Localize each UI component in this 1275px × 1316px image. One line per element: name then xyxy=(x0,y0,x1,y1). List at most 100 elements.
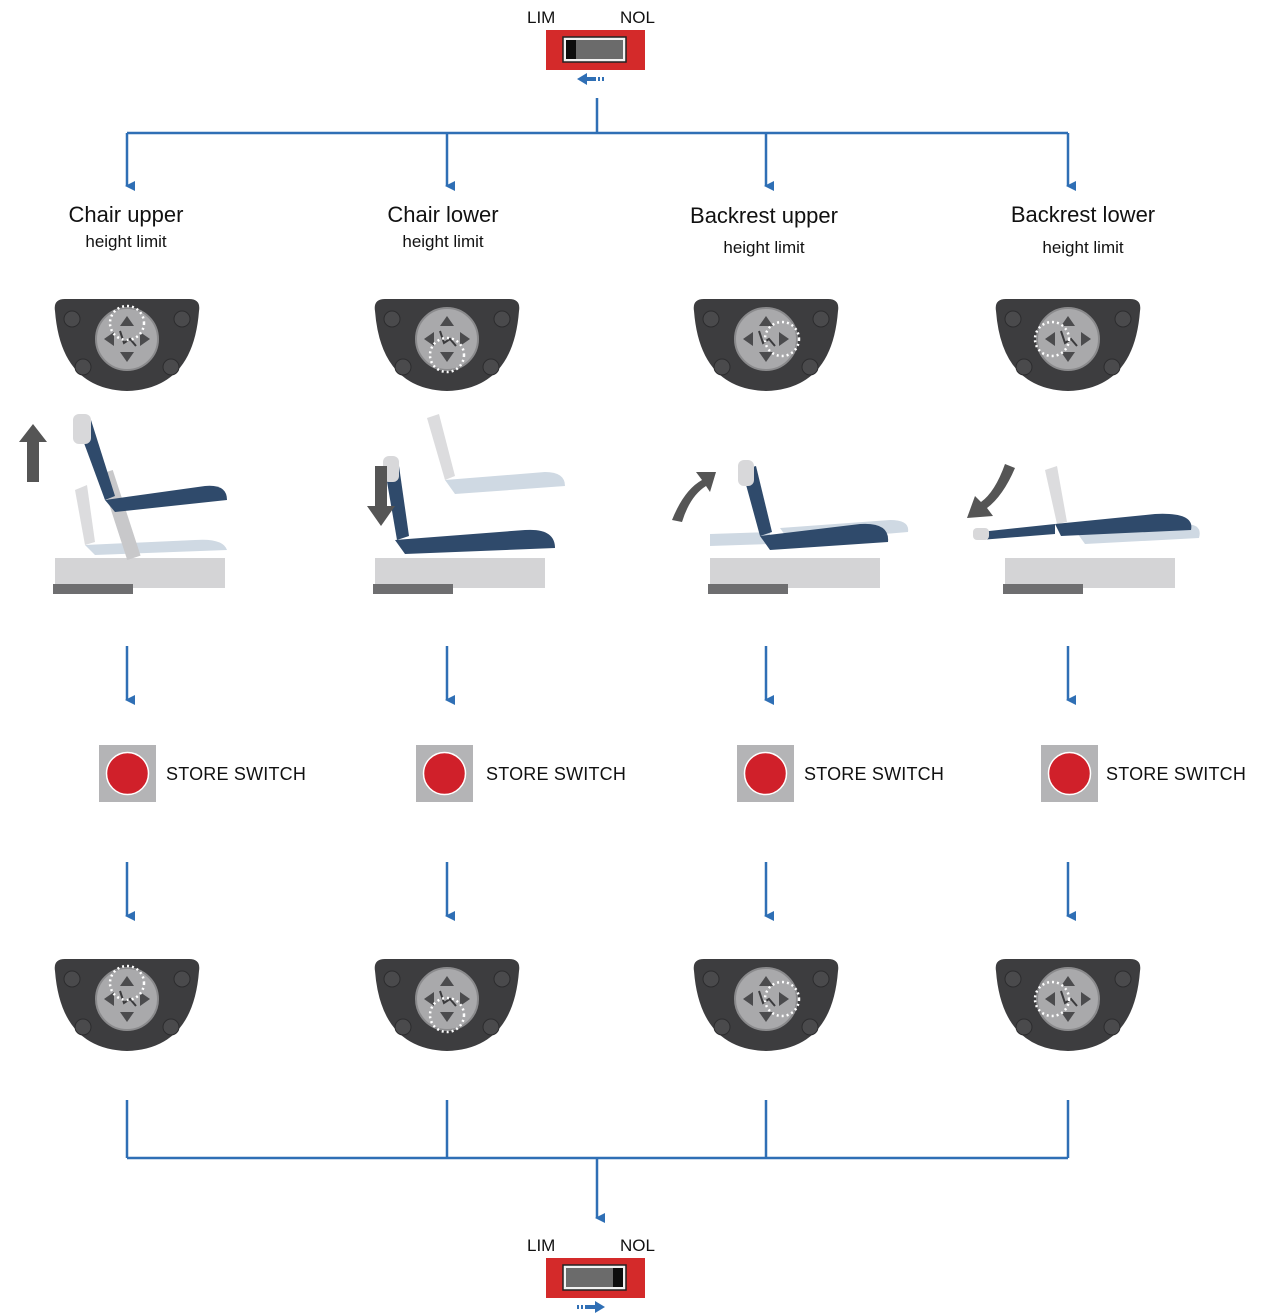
top-switch-arrow-dash xyxy=(602,77,604,81)
control-panels xyxy=(54,299,1141,1051)
top-switch-track xyxy=(566,40,623,59)
ghost-backrest xyxy=(427,414,455,480)
column-subtitle-backrest-lower: height limit xyxy=(1042,238,1124,257)
bottom-switch-knob xyxy=(613,1268,623,1287)
joystick-up-arrow-icon xyxy=(440,316,454,326)
store-switch-label-3: STORE SWITCH xyxy=(804,764,945,784)
panel-button xyxy=(74,1018,92,1036)
highlight-circle xyxy=(428,996,466,1034)
joystick-up-arrow-icon xyxy=(1061,976,1075,986)
panel-joystick xyxy=(734,967,798,1031)
ghost-backrest xyxy=(1045,466,1067,524)
joystick-right-arrow-icon xyxy=(460,992,470,1006)
panel-button xyxy=(394,358,412,376)
chair-seat xyxy=(1055,513,1192,536)
panel-button xyxy=(713,1018,731,1036)
chair-symbol-icon xyxy=(439,990,457,1007)
panel-button xyxy=(1103,358,1121,376)
joystick-right-arrow-icon xyxy=(460,332,470,346)
joystick-up-arrow-icon xyxy=(1061,316,1075,326)
joystick-down-arrow-icon xyxy=(440,1012,454,1022)
panel-button xyxy=(74,358,92,376)
curved-up-arrow-icon xyxy=(672,472,716,522)
panel-joystick xyxy=(415,307,479,371)
bottom-switch-arrow-dash xyxy=(581,1305,583,1309)
column-title-chair-upper: Chair upper xyxy=(68,202,184,227)
top-switch-arrow-dash xyxy=(598,77,600,81)
chair-foot xyxy=(708,584,788,594)
highlight-circle xyxy=(1033,320,1071,358)
panel-button xyxy=(801,1018,819,1036)
mode-switches xyxy=(546,30,645,1313)
column-title-chair-lower: Chair lower xyxy=(387,202,499,227)
panel-button xyxy=(1103,1018,1121,1036)
chair-foot xyxy=(373,584,453,594)
store-switch-button xyxy=(1047,751,1092,796)
control-panel xyxy=(693,299,839,391)
panel-button xyxy=(162,358,180,376)
panel-button xyxy=(1114,310,1132,328)
chair-headrest xyxy=(973,528,989,540)
column-title-backrest-lower: Backrest lower xyxy=(1010,202,1156,227)
joystick-down-arrow-icon xyxy=(759,352,773,362)
chair-illustrations xyxy=(19,414,1200,594)
joystick-down-arrow-icon xyxy=(120,1012,134,1022)
joystick-down-arrow-icon xyxy=(1061,1012,1075,1022)
chair-base xyxy=(1005,558,1175,588)
joystick-left-arrow-icon xyxy=(1045,992,1055,1006)
panel-button xyxy=(801,358,819,376)
panel-button xyxy=(162,1018,180,1036)
joystick-left-arrow-icon xyxy=(104,992,114,1006)
ghost-backrest xyxy=(710,532,770,546)
panel-button xyxy=(702,970,720,988)
control-panel xyxy=(995,959,1141,1051)
column-subtitle-backrest-upper: height limit xyxy=(723,238,805,257)
chair-foot xyxy=(53,584,133,594)
bottom-switch-lim-label: LIM xyxy=(527,1236,556,1255)
column-subtitle-chair-upper: height limit xyxy=(85,232,167,251)
highlight-circle xyxy=(1033,980,1071,1018)
panel-button xyxy=(1114,970,1132,988)
top-switch-nol-label: NOL xyxy=(620,8,655,27)
dental-chair xyxy=(672,460,909,594)
joystick-left-arrow-icon xyxy=(424,992,434,1006)
panel-button xyxy=(713,358,731,376)
bottom-switch-nol-label: NOL xyxy=(620,1236,655,1255)
control-panel xyxy=(995,299,1141,391)
highlight-circle xyxy=(428,336,466,374)
panel-joystick xyxy=(734,307,798,371)
joystick-down-arrow-icon xyxy=(440,352,454,362)
top-switch xyxy=(546,30,645,85)
panel-button xyxy=(702,310,720,328)
panel-button xyxy=(383,970,401,988)
store-switch xyxy=(737,745,794,802)
joystick-left-arrow-icon xyxy=(743,992,753,1006)
dental-chair xyxy=(967,464,1200,594)
column-subtitle-chair-lower: height limit xyxy=(402,232,484,251)
chair-base xyxy=(55,558,225,588)
chair-foot xyxy=(1003,584,1083,594)
joystick-right-arrow-icon xyxy=(1081,332,1091,346)
panel-button xyxy=(1015,1018,1033,1036)
chair-seat xyxy=(395,529,555,554)
control-panel xyxy=(374,959,520,1051)
joystick-up-arrow-icon xyxy=(440,976,454,986)
chair-backrest xyxy=(980,524,1055,540)
chair-backrest xyxy=(385,466,409,540)
control-panel xyxy=(54,299,200,391)
joystick-left-arrow-icon xyxy=(743,332,753,346)
flow-connectors xyxy=(125,98,1076,1223)
joystick-up-arrow-icon xyxy=(759,316,773,326)
joystick-right-arrow-icon xyxy=(779,992,789,1006)
dental-chair xyxy=(367,414,565,594)
panel-button xyxy=(812,970,830,988)
joystick-left-arrow-icon xyxy=(1045,332,1055,346)
joystick-right-arrow-icon xyxy=(140,332,150,346)
joystick-right-arrow-icon xyxy=(1081,992,1091,1006)
store-switch-label-4: STORE SWITCH xyxy=(1106,764,1247,784)
top-switch-lim-label: LIM xyxy=(527,8,556,27)
joystick-down-arrow-icon xyxy=(120,352,134,362)
panel-button xyxy=(383,310,401,328)
panel-button xyxy=(482,1018,500,1036)
